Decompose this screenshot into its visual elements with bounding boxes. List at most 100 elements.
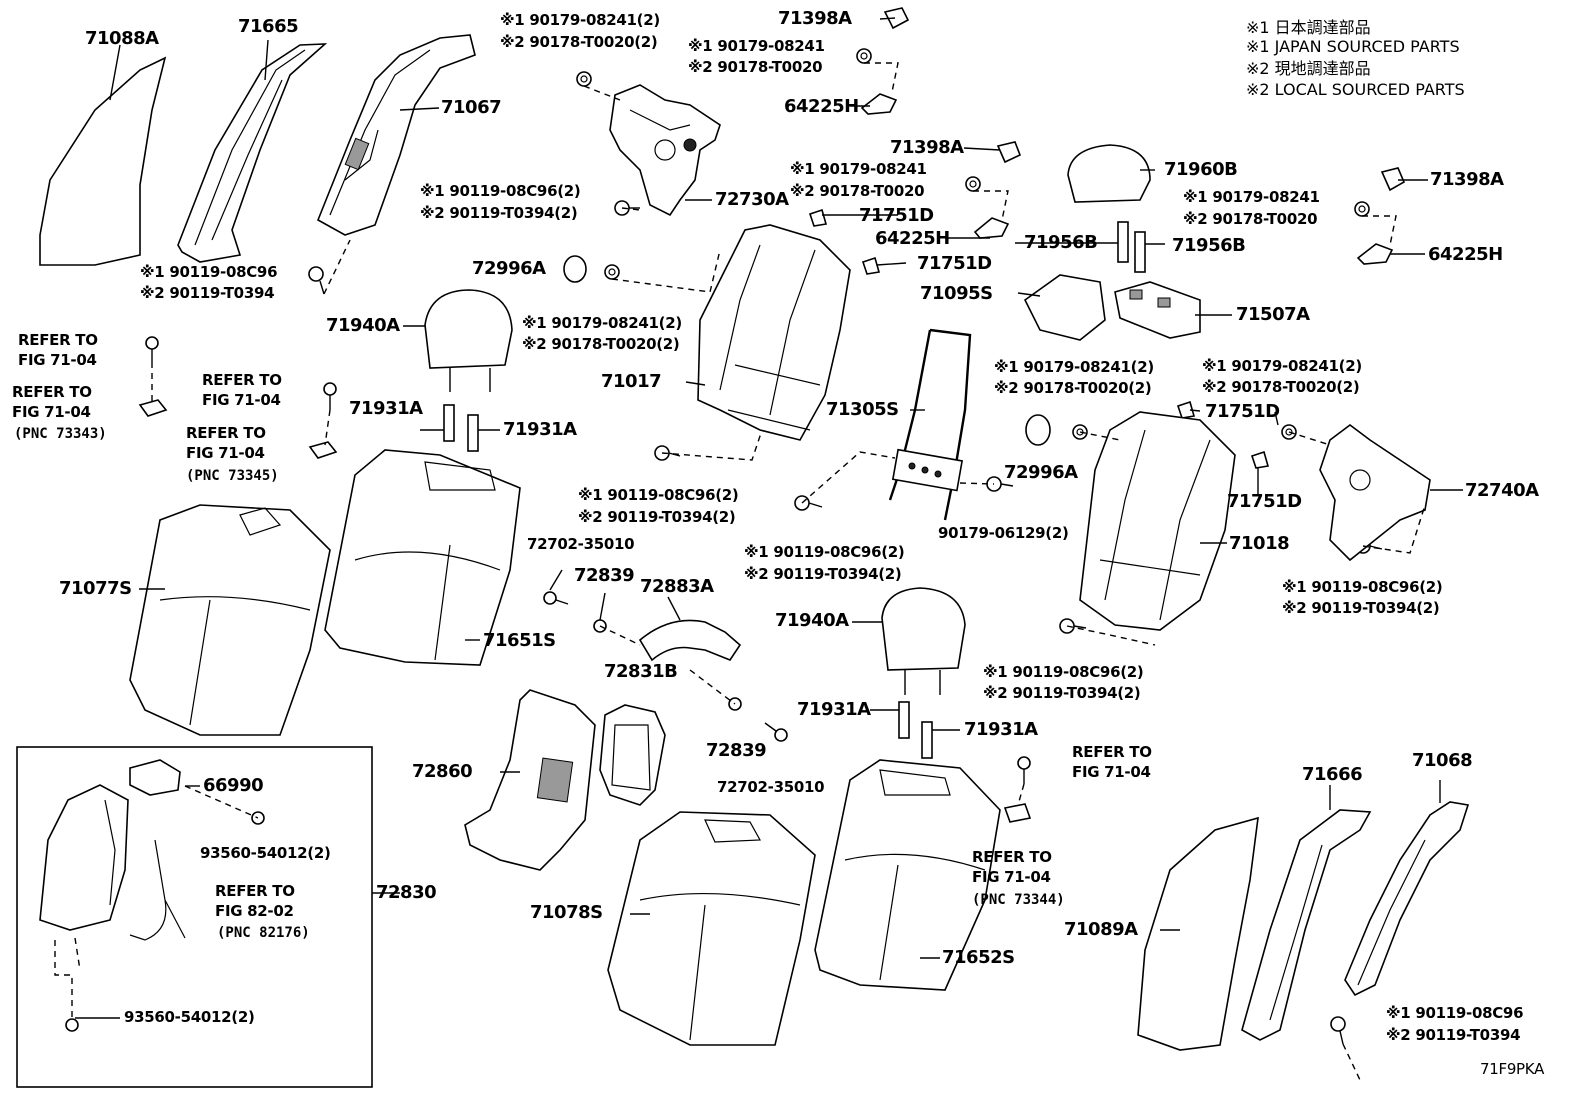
dashed-lines [54,62,1426,1081]
part-label: 71751D [1227,491,1302,512]
refer-line[interactable]: REFER TO [202,371,282,389]
part-label: 71665 [238,16,299,37]
note-line: ※1 90119-08C96(2) [420,182,581,200]
refer-line[interactable]: FIG 71-04 [972,868,1051,886]
harness-icon [129,839,186,941]
part-71077S [129,504,331,736]
part-72830 [39,784,129,931]
assembly-box-72830 [16,746,373,1088]
part-label: 71018 [1229,533,1290,554]
part-72883A [638,619,742,662]
note-line: ※2 90119-T0394(2) [578,508,736,526]
part-label: 72860 [412,761,473,782]
note-line: ※2 90119-T0394(2) [1282,599,1440,617]
part-label: 64225H [1428,244,1503,265]
part-71507A [1114,281,1201,339]
legend-line-1: ※1 日本調達部品 [1246,18,1371,37]
guide-icon [443,221,1146,759]
refer-line[interactable]: FIG 82-02 [215,902,294,920]
note-line: ※2 90178-T0020 [790,182,925,200]
part-label: 72730A [715,189,789,210]
refer-line[interactable]: REFER TO [12,383,92,401]
note-line: ※1 90119-08C96(2) [744,543,905,561]
refer-line[interactable]: FIG 71-04 [18,351,97,369]
refer-line[interactable]: REFER TO [18,331,98,349]
part-label: 72883A [640,576,714,597]
part-label: 71398A [1430,169,1504,190]
part-71095S [1023,274,1106,341]
note-line: ※2 90178-T0020(2) [1202,378,1360,396]
part-66990 [129,759,181,796]
part-label: 71751D [1205,401,1280,422]
note-line: ※2 90119-T0394(2) [744,565,902,583]
note-line: ※2 90178-T0020 [1183,210,1318,228]
refer-line[interactable]: REFER TO [1072,743,1152,761]
note-line: ※1 90119-08C96 [1386,1004,1524,1022]
legend-line-2: ※1 JAPAN SOURCED PARTS [1246,37,1460,56]
part-label: 71089A [1064,919,1138,940]
part-label: 72702-35010 [527,535,635,553]
part-label: 93560-54012(2) [124,1008,255,1026]
part-71017 [697,224,851,441]
note-line: ※2 90178-T0020(2) [994,379,1152,397]
note-line: ※1 90179-08241(2) [1202,357,1362,375]
part-71068 [1344,801,1470,997]
part-label: 71095S [920,283,993,304]
part-label: 71931A [503,419,577,440]
part-71666 [1241,809,1372,1041]
refer-line[interactable]: FIG 71-04 [1072,763,1151,781]
part-label: 71956B [1172,235,1246,256]
part-label: 71751D [917,253,992,274]
part-label: 71956B [1024,232,1098,253]
clip-icon [808,7,1406,469]
part-71305S [888,328,972,521]
refer-line[interactable]: FIG 71-04 [12,403,91,421]
part-label: 71398A [890,137,964,158]
part-71067 [316,34,476,236]
part-label: 71931A [349,398,423,419]
note-line: ※1 90179-08241 [688,37,825,55]
part-71940A [881,587,966,695]
note-line: ※1 90119-08C96(2) [983,663,1144,681]
part-label: 71931A [797,699,871,720]
note-line: ※1 90179-08241(2) [994,358,1154,376]
part-72831B [599,704,666,806]
part-label: 90179-06129(2) [938,524,1069,542]
part-label: 72996A [1004,462,1078,483]
part-label: 71666 [1302,764,1363,785]
note-line: ※1 90119-08C96(2) [1282,578,1443,596]
part-label: 71088A [85,28,159,49]
part-71089A [1137,816,1259,1051]
leader-lines [75,17,1463,1019]
part-71665 [177,43,328,263]
legend-line-4: ※2 LOCAL SOURCED PARTS [1246,80,1465,99]
part-label: 71067 [441,97,502,118]
refer-line[interactable]: FIG 71-04 [186,444,265,462]
refer-line[interactable]: FIG 71-04 [202,391,281,409]
refer-line[interactable]: REFER TO [186,424,266,442]
refer-line[interactable]: REFER TO [215,882,295,900]
pnc-line: (PNC 82176) [217,925,310,941]
part-label: 71960B [1164,159,1238,180]
note-line: ※1 90179-08241 [790,160,927,178]
part-label: 71078S [530,902,603,923]
part-71018 [1079,411,1236,631]
part-72740A [1319,424,1431,562]
part-label: 71507A [1236,304,1310,325]
part-label: 72996A [472,258,546,279]
part-64225H [138,93,1394,823]
part-71078S [607,811,816,1046]
part-label: 71068 [1412,750,1473,771]
part-label: 72702-35010 [717,778,825,796]
part-label: 64225H [784,96,859,117]
refer-line[interactable]: REFER TO [972,848,1052,866]
part-72730A [609,84,721,217]
nut-icon [576,48,1370,440]
part-label: 71940A [326,315,400,336]
note-line: ※1 90179-08241(2) [522,314,682,332]
part-71960B [1067,144,1151,203]
part-71652S [814,759,1001,991]
pnc-line: (PNC 73345) [186,468,279,484]
part-72996A [1025,414,1051,446]
